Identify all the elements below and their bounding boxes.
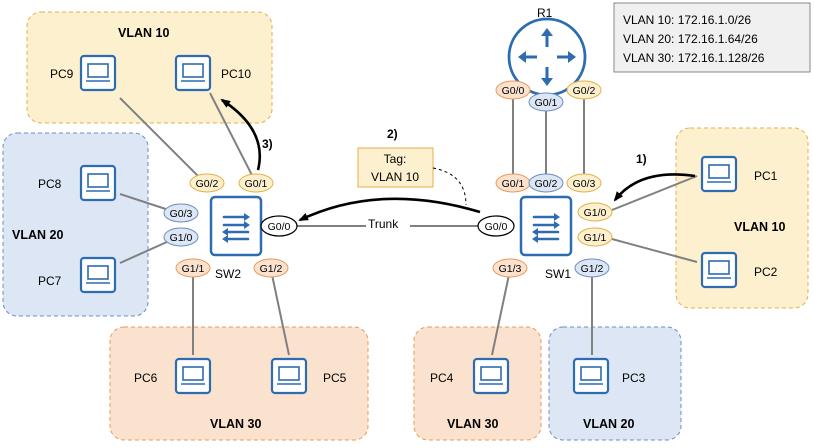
pc-icon[interactable]: [79, 256, 117, 294]
port-r1-g01[interactable]: [528, 92, 564, 112]
vlan-label: VLAN 20: [12, 228, 63, 242]
port-sw2-g02[interactable]: [189, 173, 225, 193]
port-label: G1/0: [584, 207, 607, 219]
vlan-zone-bottom-left: [109, 326, 369, 441]
switch-sw1[interactable]: [519, 195, 573, 257]
port-label: G0/1: [502, 178, 525, 190]
pc-label-pc8: PC8: [38, 177, 62, 191]
link-sw2-pc5: [270, 269, 290, 356]
arrow-step-1: [613, 173, 696, 202]
port-sw1-g03[interactable]: [566, 173, 602, 193]
port-sw2-g12[interactable]: [253, 258, 289, 278]
port-sw1-g11[interactable]: [577, 227, 613, 247]
trunk-label: Trunk: [368, 217, 399, 231]
link-pc9-sw2: [119, 97, 206, 184]
switch-icon: [209, 195, 263, 257]
pc-icon[interactable]: [79, 164, 117, 202]
link-pc10-sw2: [209, 92, 257, 184]
port-label: G0/3: [170, 208, 193, 220]
pc-icon[interactable]: [79, 54, 117, 92]
port-label: G0/0: [268, 221, 291, 233]
router-r1[interactable]: R1: [507, 6, 587, 97]
tag-note-line1: Tag:: [384, 152, 407, 166]
pc-label-pc9: PC9: [50, 67, 74, 81]
tag-note: [357, 147, 434, 188]
port-label: G0/2: [535, 178, 558, 190]
port-label: G1/2: [260, 263, 283, 275]
tag-note-line2: VLAN 10: [371, 170, 419, 184]
port-label: G1/0: [170, 232, 193, 244]
pc-icon[interactable]: [472, 357, 510, 395]
trunk-label-bg: [366, 215, 410, 231]
pc-label-pc2: PC2: [754, 265, 778, 279]
pc-label-pc6: PC6: [134, 371, 158, 385]
port-label: G0/2: [573, 85, 596, 97]
port-r1-g02[interactable]: [566, 80, 602, 100]
vlan-zone-left: [2, 132, 149, 317]
port-sw2-g01[interactable]: [238, 173, 274, 193]
pc-icon[interactable]: [174, 357, 212, 395]
port-sw2-g11[interactable]: [175, 258, 211, 278]
switch-sw2[interactable]: [209, 195, 263, 257]
port-label: G1/1: [584, 232, 607, 244]
port-label: G0/0: [502, 85, 525, 97]
pc-label-pc5: PC5: [323, 371, 347, 385]
port-sw1-g13[interactable]: [492, 258, 528, 278]
port-label: G0/3: [573, 178, 596, 190]
port-sw1-g00[interactable]: [477, 215, 515, 237]
legend-line: VLAN 30: 172.16.1.128/26: [623, 51, 765, 65]
step-label-1: 1): [636, 152, 647, 166]
step-label-2: 2): [387, 127, 398, 141]
link-pc2-sw1: [611, 238, 698, 263]
port-sw2-g00[interactable]: [260, 215, 298, 237]
legend-line: VLAN 20: 172.16.1.64/26: [623, 32, 758, 46]
link-sw1-pc4: [491, 269, 511, 356]
switch-icon: [519, 195, 573, 257]
tag-note-connector: [432, 167, 467, 206]
vlan-label: VLAN 20: [583, 417, 634, 431]
pc-label-pc7: PC7: [38, 274, 62, 288]
legend-line: VLAN 10: 172.16.1.0/26: [623, 13, 751, 27]
port-sw1-g10[interactable]: [577, 202, 613, 222]
pc-label-pc1: PC1: [754, 169, 778, 183]
pc-icon[interactable]: [700, 155, 738, 193]
vlan-label: VLAN 10: [118, 26, 169, 40]
port-sw2-g03[interactable]: [163, 203, 199, 223]
pc-icon[interactable]: [270, 357, 308, 395]
pc-label-pc4: PC4: [430, 371, 454, 385]
switch-label-sw1: SW1: [545, 267, 571, 281]
router-label: R1: [537, 6, 553, 20]
port-label: G1/3: [499, 263, 522, 275]
vlan-label: VLAN 30: [210, 417, 261, 431]
arrow-step-3: [220, 98, 262, 171]
pc-icon[interactable]: [572, 357, 610, 395]
port-sw2-g10[interactable]: [163, 227, 199, 247]
pc-icon[interactable]: [700, 251, 738, 289]
legend-box: [613, 2, 811, 73]
port-sw1-g12[interactable]: [574, 258, 610, 278]
pc-icon[interactable]: [174, 54, 212, 92]
port-label: G1/1: [182, 263, 205, 275]
pc-label-pc3: PC3: [622, 371, 646, 385]
vlan-label: VLAN 30: [447, 417, 498, 431]
vlan-label: VLAN 10: [734, 220, 785, 234]
port-label: G0/1: [245, 178, 268, 190]
vlan-zone-bottom-right: [548, 326, 682, 441]
vlan-zone-right: [675, 127, 809, 309]
arrow-step-2: [298, 197, 481, 222]
link-pc1-sw1: [611, 175, 698, 211]
port-label: G0/2: [196, 178, 219, 190]
port-label: G0/1: [535, 97, 558, 109]
step-label-3: 3): [262, 137, 273, 151]
switch-label-sw2: SW2: [215, 267, 241, 281]
port-sw1-g02[interactable]: [528, 173, 564, 193]
port-label: G1/2: [581, 263, 604, 275]
pc-label-pc10: PC10: [221, 67, 251, 81]
port-r1-g00[interactable]: [495, 80, 531, 100]
port-label: G0/0: [485, 221, 508, 233]
